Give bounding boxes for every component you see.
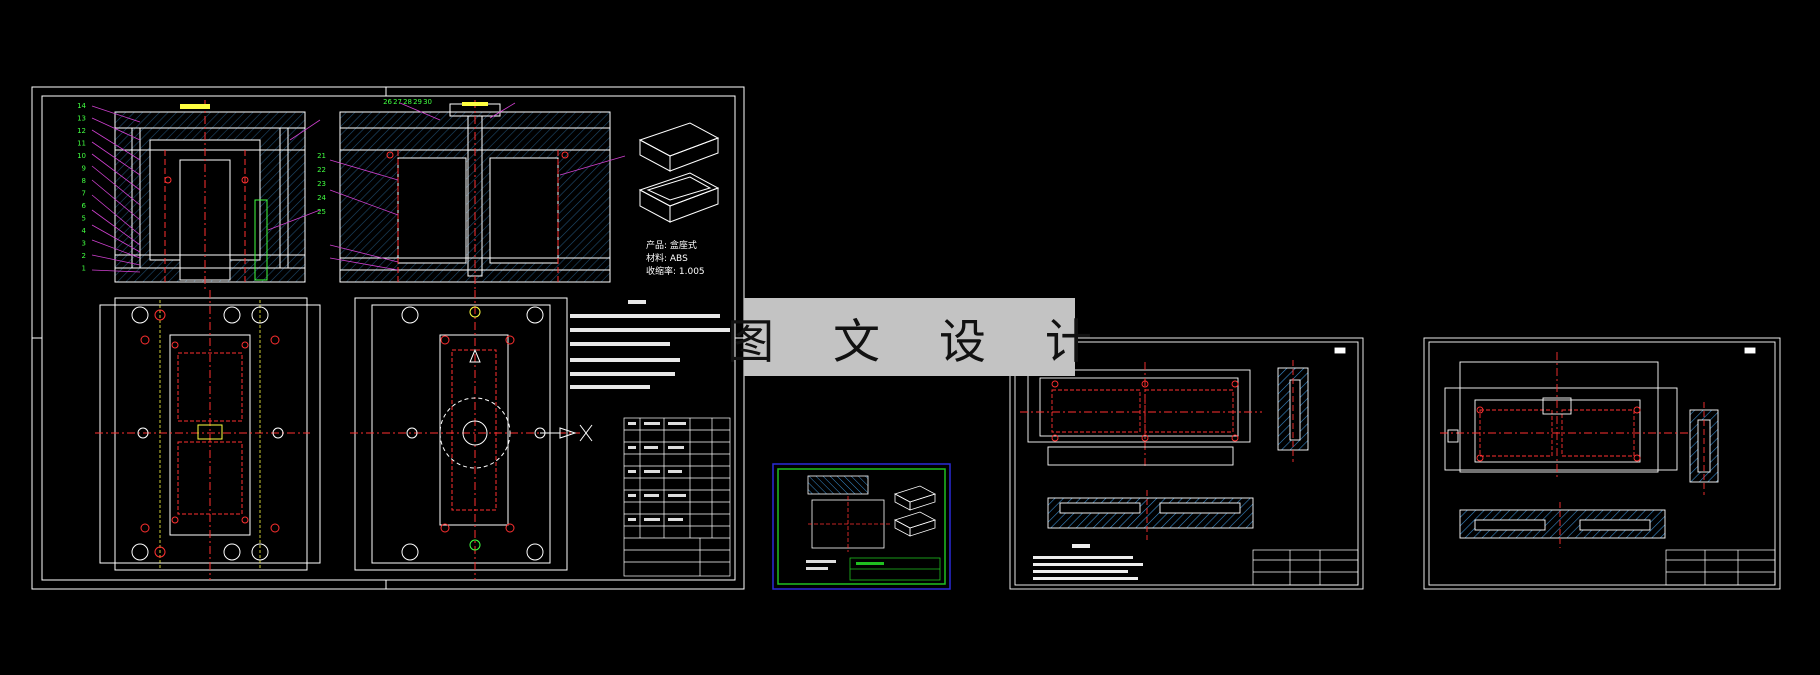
bill-of-materials-table [623, 417, 731, 577]
balloon-label: 5 [82, 215, 86, 223]
watermark-text: 图 文 设 计 [727, 314, 1114, 370]
balloon-label: 9 [82, 165, 86, 173]
drawing-sheet-thumbnail[interactable] [772, 463, 951, 590]
balloon-label: 4 [82, 227, 87, 235]
cavity-plan-view [1020, 362, 1262, 468]
cavity-side-section [1277, 360, 1309, 462]
technical-requirements [570, 300, 730, 389]
part-isometric-view [638, 122, 720, 223]
title-block-core [1665, 549, 1776, 586]
core-front-section [1459, 502, 1666, 548]
balloon-label: 14 [77, 102, 86, 110]
balloon-label: 3 [82, 240, 86, 248]
balloon-label: 21 [317, 152, 326, 160]
cavity-front-section [1047, 490, 1254, 540]
balloon-label: 22 [317, 166, 326, 174]
balloon-label: 6 [82, 202, 87, 210]
balloon-label: 30 [423, 98, 432, 106]
balloon-label: 29 [413, 98, 422, 106]
section-view-b-b [339, 100, 611, 290]
balloon-label: 13 [77, 115, 86, 123]
balloon-label: 25 [317, 208, 326, 216]
core-side-section [1689, 402, 1719, 495]
balloon-label: 1 [82, 265, 86, 273]
core-plan-view [1440, 352, 1690, 480]
section-view-a-a [114, 100, 306, 290]
drawing-sheet-assembly[interactable] [31, 86, 745, 590]
watermark-banner: 图 文 设 计 [727, 298, 1092, 376]
drawing-sheet-core[interactable] [1423, 337, 1781, 590]
product-shrinkage: 收缩率: 1.005 [646, 267, 705, 277]
balloon-label: 8 [82, 177, 86, 185]
drawing-sheet-cavity[interactable] [1009, 337, 1364, 590]
balloon-label: 11 [77, 140, 86, 148]
product-material: 材料: ABS [646, 254, 688, 264]
balloon-label: 28 [403, 98, 412, 106]
balloon-label: 2 [82, 252, 86, 260]
plan-view-moving-half [95, 290, 321, 580]
title-block-cavity [1252, 549, 1359, 586]
balloon-label: 7 [82, 190, 86, 198]
balloon-label: 27 [393, 98, 402, 106]
balloon-label: 24 [317, 194, 326, 202]
balloon-label: 10 [77, 152, 86, 160]
product-name: 产品: 盒座式 [646, 241, 697, 251]
product-info: 产品: 盒座式 材料: ABS 收缩率: 1.005 [646, 240, 705, 279]
balloon-label: 26 [383, 98, 392, 106]
balloon-label: 23 [317, 180, 326, 188]
balloon-label: 12 [77, 127, 86, 135]
part-leaders-left [91, 102, 626, 273]
plan-view-fixed-half [350, 290, 593, 580]
